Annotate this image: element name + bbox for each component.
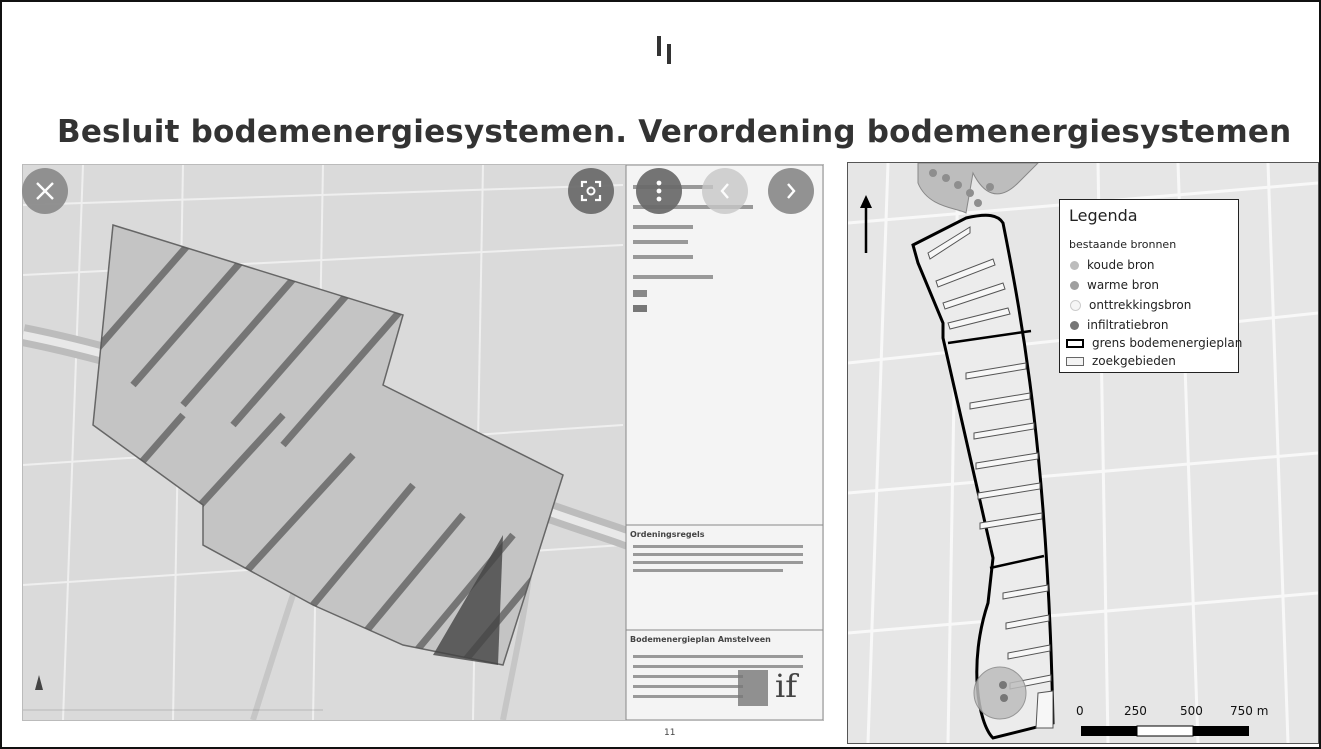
page-number: 11 bbox=[664, 728, 676, 738]
dark-dot-icon bbox=[1070, 320, 1079, 330]
hatch-swatch-icon bbox=[1066, 356, 1084, 366]
logo-icon bbox=[657, 36, 681, 64]
legend-item-infiltratie: infiltratiebron bbox=[1070, 318, 1168, 332]
right-map-drawing bbox=[848, 163, 1318, 743]
scan-icon bbox=[580, 180, 602, 202]
grey-dot-icon bbox=[1070, 280, 1079, 290]
legend-item-onttrekking: onttrekkingsbron bbox=[1070, 298, 1191, 312]
map-legend: Legenda bestaande bronnen koude bron war… bbox=[1059, 199, 1242, 373]
municipality-logo-icon bbox=[738, 670, 768, 706]
plan-heading: Bodemenergieplan Amstelveen bbox=[630, 635, 771, 644]
close-icon bbox=[36, 182, 54, 200]
legend-title: Legenda bbox=[1069, 206, 1138, 225]
ordening-heading: Ordeningsregels bbox=[630, 530, 705, 539]
legend-item-koude: koude bron bbox=[1070, 258, 1155, 272]
chevron-right-icon bbox=[787, 183, 796, 199]
legend-item-zoek: zoekgebieden bbox=[1066, 354, 1176, 368]
white-dot-icon bbox=[1070, 299, 1081, 311]
legend-subtitle: bestaande bronnen bbox=[1069, 238, 1177, 251]
grey-dot-icon bbox=[1070, 260, 1079, 270]
lens-search-button[interactable] bbox=[568, 168, 614, 214]
close-button[interactable] bbox=[22, 168, 68, 214]
next-image-button[interactable] bbox=[768, 168, 814, 214]
if-logo: if bbox=[775, 667, 798, 705]
legend-item-grens: grens bodemenergieplan bbox=[1066, 336, 1242, 350]
previous-image-button[interactable] bbox=[702, 168, 748, 214]
legend-item-warme: warme bron bbox=[1070, 278, 1159, 292]
left-map-image: Ordeningsregels Bodemenergieplan Amstelv… bbox=[22, 164, 824, 721]
outline-swatch-icon bbox=[1066, 338, 1084, 348]
slide-title: Besluit bodemenergiesystemen. Verordenin… bbox=[57, 114, 1292, 150]
left-map-drawing bbox=[23, 165, 823, 720]
more-options-button[interactable] bbox=[636, 168, 682, 214]
scale-bar: 0 250 500 750 m bbox=[1076, 704, 1269, 718]
chevron-left-icon bbox=[720, 183, 729, 199]
more-vertical-icon bbox=[656, 180, 662, 202]
